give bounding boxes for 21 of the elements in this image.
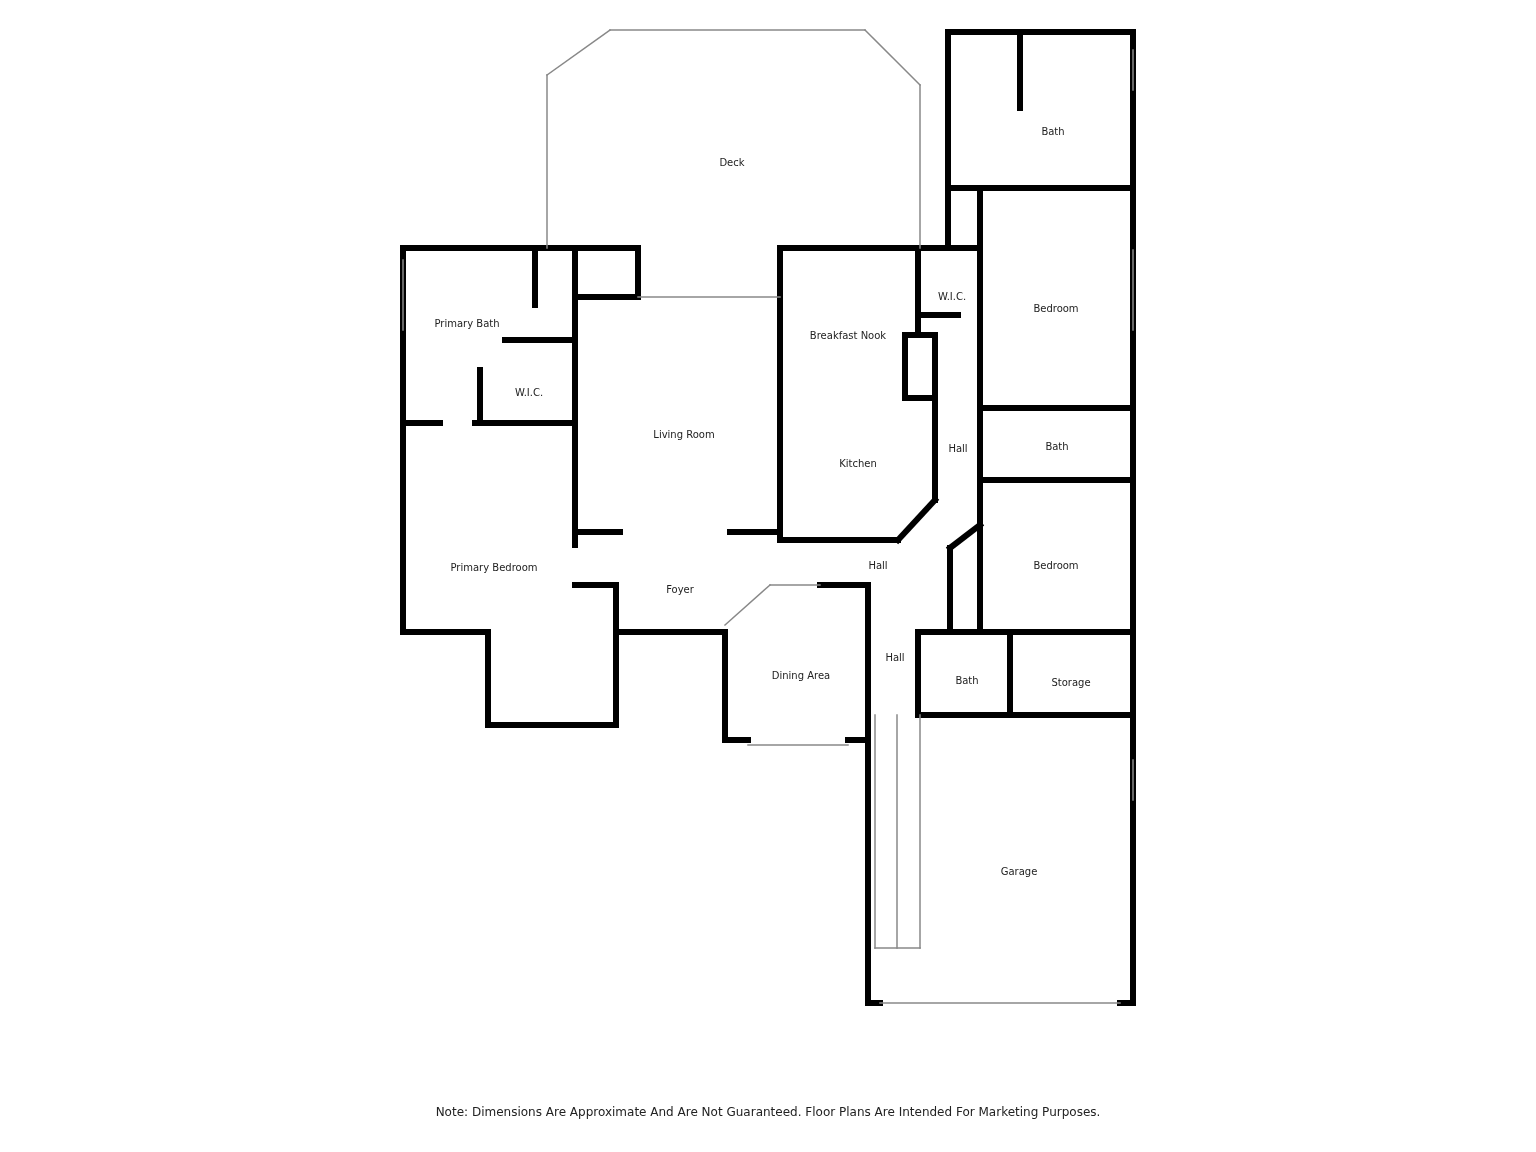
room-label: Bath [1045, 440, 1069, 452]
room-label: Breakfast Nook [809, 329, 887, 341]
room-label: Primary Bath [434, 317, 500, 329]
room-label: Primary Bedroom [450, 561, 538, 573]
room-label: Living Room [653, 428, 715, 440]
room-label: W.I.C. [937, 290, 967, 302]
room-label: Hall [868, 559, 888, 571]
room-label: Dining Area [771, 669, 831, 681]
room-label: Deck [719, 156, 745, 168]
room-label: Bedroom [1033, 559, 1079, 571]
room-label: Garage [1000, 865, 1038, 877]
room-label: Bath [955, 674, 979, 686]
room-label: W.I.C. [514, 386, 544, 398]
room-label: Hall [885, 651, 905, 663]
room-label: Storage [1051, 676, 1091, 688]
room-label: Kitchen [839, 457, 877, 469]
room-label: Bath [1041, 125, 1065, 137]
room-label: Foyer [666, 583, 694, 595]
room-label: Bedroom [1033, 302, 1079, 314]
disclaimer-note: Note: Dimensions Are Approximate And Are Not Guaranteed. Floor Plans Are Intended For Marketing Purposes. [435, 1105, 1101, 1119]
room-label: Hall [948, 442, 968, 454]
